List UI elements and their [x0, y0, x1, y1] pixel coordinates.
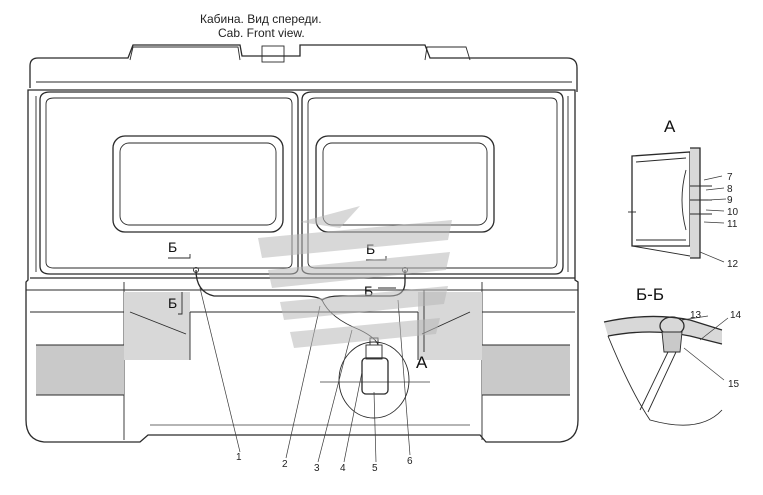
title-ru: Кабина. Вид спереди. — [200, 12, 322, 26]
callout-13: 13 — [690, 310, 702, 321]
callout-12: 12 — [727, 259, 739, 270]
callout-9: 9 — [727, 195, 733, 206]
detail-a: А 7 8 9 10 11 12 — [628, 117, 739, 270]
callout-5: 5 — [372, 463, 378, 474]
marker-view-a: А — [416, 353, 428, 372]
marker-b-lower-right: Б — [364, 283, 373, 299]
callout-1: 1 — [236, 452, 242, 463]
callout-7: 7 — [727, 172, 733, 183]
title-en: Cab. Front view. — [218, 26, 305, 40]
callout-4: 4 — [340, 463, 346, 474]
cab-lower-panels — [30, 282, 575, 440]
callout-15: 15 — [728, 379, 740, 390]
marker-b-upper-left: Б — [168, 239, 177, 255]
callout-6: 6 — [407, 456, 413, 467]
section-markers: Б Б Б Б А — [168, 239, 430, 372]
section-bb: Б-Б 13 14 15 — [603, 285, 742, 426]
marker-b-upper-right: Б — [366, 241, 375, 257]
cab-roof — [29, 44, 578, 92]
section-bb-label: Б-Б — [636, 285, 664, 304]
watermark-logo — [258, 206, 452, 348]
callout-11: 11 — [727, 219, 738, 230]
callout-10: 10 — [727, 207, 739, 218]
detail-a-label: А — [664, 117, 676, 136]
callout-14: 14 — [730, 310, 742, 321]
washer-reservoir — [338, 337, 410, 419]
callout-3: 3 — [314, 463, 320, 474]
marker-b-lower-left: Б — [168, 295, 177, 311]
main-callouts: 1 2 3 4 5 6 — [199, 287, 413, 474]
callout-2: 2 — [282, 459, 288, 470]
callout-8: 8 — [727, 184, 733, 195]
